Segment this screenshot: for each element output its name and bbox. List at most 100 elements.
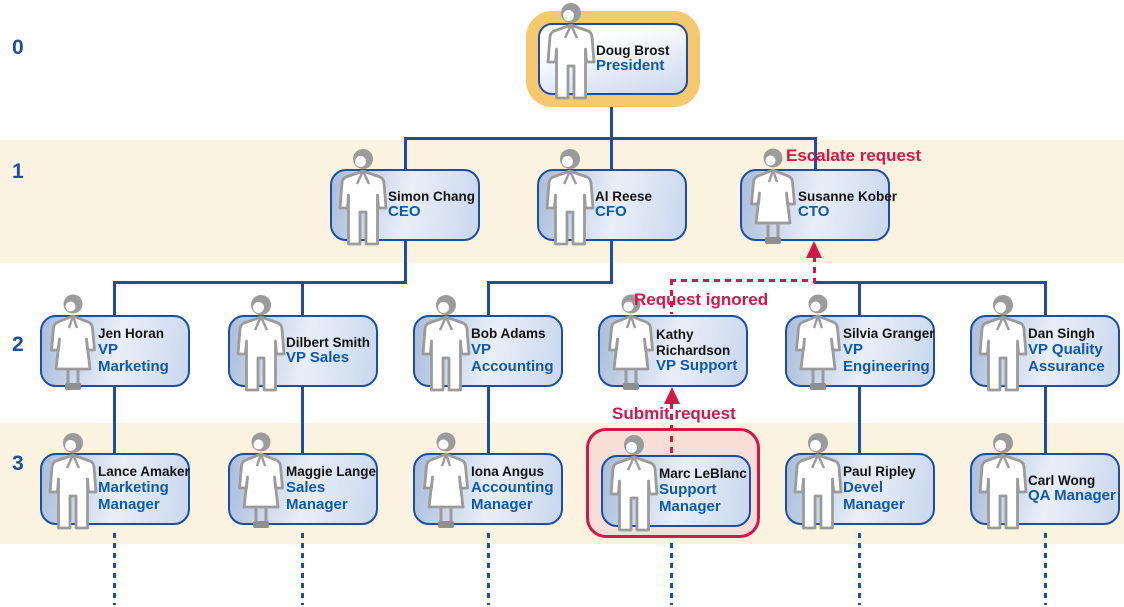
male-person-icon: [540, 148, 600, 246]
org-node-support-manager[interactable]: Marc LeBlanc Support Manager: [601, 455, 751, 527]
employee-title: Sales Manager: [286, 478, 348, 513]
employee-name: Silvia Granger: [843, 326, 935, 342]
employee-name: Kathy Richardson: [656, 327, 731, 358]
submit-request-arrowhead: [664, 387, 680, 404]
connector-line: [113, 281, 407, 284]
org-node-devel-manager[interactable]: Paul Ripley Devel Manager: [785, 453, 935, 525]
connector-line: [487, 281, 613, 284]
connector-line: [487, 281, 490, 317]
org-node-sales-manager[interactable]: Maggie Lange Sales Manager: [228, 453, 378, 525]
request-ignored-label: Request ignored: [634, 290, 769, 309]
connector-line: [610, 137, 613, 171]
male-person-icon: [416, 294, 476, 392]
employee-title: Marketing Manager: [98, 478, 169, 513]
employee-name: Iona Angus: [471, 464, 544, 480]
employee-name: Jen Horan: [98, 326, 165, 342]
org-node-vp-support[interactable]: Kathy Richardson VP Support: [598, 315, 748, 387]
employee-name: Carl Wong: [1028, 472, 1096, 488]
descendant-dashed-line: [301, 533, 304, 605]
org-node-ceo[interactable]: Simon Chang CEO: [330, 169, 480, 241]
descendant-dashed-line: [113, 533, 116, 605]
connector-line: [404, 137, 407, 171]
descendant-dashed-line: [670, 543, 673, 605]
female-person-icon: [416, 432, 476, 530]
male-person-icon: [541, 2, 601, 100]
male-person-icon: [231, 294, 291, 392]
male-person-icon: [973, 294, 1033, 392]
employee-title: QA Manager: [1028, 487, 1116, 505]
descendant-dashed-line: [858, 533, 861, 605]
president-highlight: Doug Brost President: [526, 11, 700, 107]
level-label-2: 2: [12, 333, 24, 356]
employee-title: Support Manager: [659, 480, 721, 515]
employee-title: CFO: [595, 203, 627, 221]
female-person-icon: [43, 294, 103, 392]
connector-line: [113, 281, 116, 317]
employee-name: Simon Chang: [388, 188, 475, 204]
level-label-1: 1: [12, 160, 24, 183]
org-node-vp-marketing[interactable]: Jen Horan VP Marketing: [40, 315, 190, 387]
connector-line: [113, 387, 116, 455]
org-node-vp-accounting[interactable]: Bob Adams VP Accounting: [413, 315, 563, 387]
connector-line: [814, 281, 1047, 284]
connector-line: [1044, 281, 1047, 317]
employee-name: Marc LeBlanc: [659, 466, 747, 482]
employee-name: Susanne Kober: [798, 188, 898, 204]
female-person-icon: [231, 432, 291, 530]
org-node-vp-quality-assurance[interactable]: Dan Singh VP Quality Assurance: [970, 315, 1120, 387]
male-person-icon: [43, 432, 103, 530]
employee-name: Doug Brost: [596, 42, 670, 58]
connector-line: [404, 241, 407, 283]
employee-title: VP Marketing: [98, 340, 169, 375]
org-node-vp-engineering[interactable]: Silvia Granger VP Engineering: [785, 315, 935, 387]
level-label-0: 0: [12, 36, 24, 59]
employee-title: Accounting Manager: [471, 478, 554, 513]
employee-title: CEO: [388, 203, 421, 221]
employee-title: VP Accounting: [471, 340, 554, 375]
support-manager-highlight: Marc LeBlanc Support Manager: [586, 428, 760, 538]
employee-title: VP Quality Assurance: [1028, 340, 1105, 375]
connector-line: [487, 387, 490, 455]
male-person-icon: [973, 432, 1033, 530]
connector-line: [301, 387, 304, 455]
org-node-cfo[interactable]: Al Reese CFO: [537, 169, 687, 241]
employee-name: Dan Singh: [1028, 326, 1095, 342]
connector-line: [301, 281, 304, 317]
org-node-cto[interactable]: Susanne Kober CTO: [740, 169, 897, 241]
escalate-request-dashed-line: [670, 279, 673, 314]
employee-name: Dilbert Smith: [286, 334, 371, 350]
org-node-accounting-manager[interactable]: Iona Angus Accounting Manager: [413, 453, 563, 525]
connector-line: [858, 281, 861, 317]
org-node-vp-sales[interactable]: Dilbert Smith VP Sales: [228, 315, 378, 387]
org-node-qa-manager[interactable]: Carl Wong QA Manager: [970, 453, 1120, 525]
connector-line: [814, 137, 817, 171]
submit-request-dashed-line: [670, 403, 673, 455]
employee-name: Bob Adams: [471, 326, 546, 342]
employee-title: VP Sales: [286, 349, 350, 367]
connector-line: [610, 241, 613, 283]
male-person-icon: [333, 148, 393, 246]
male-person-icon: [604, 434, 664, 532]
connector-line: [1044, 387, 1047, 455]
employee-title: VP Support: [656, 357, 738, 375]
escalate-request-label: Escalate request: [786, 146, 922, 165]
org-node-marketing-manager[interactable]: Lance Amaker Marketing Manager: [40, 453, 190, 525]
employee-title: VP Engineering: [843, 340, 930, 375]
employee-name: Lance Amaker: [98, 464, 190, 480]
employee-title: Devel Manager: [843, 478, 905, 513]
org-node-president[interactable]: Doug Brost President: [538, 23, 688, 95]
connector-line: [610, 95, 613, 138]
descendant-dashed-line: [487, 533, 490, 605]
escalate-request-dashed-line: [813, 256, 816, 283]
escalate-request-arrowhead: [806, 241, 822, 258]
connector-line: [858, 387, 861, 455]
descendant-dashed-line: [1044, 533, 1047, 605]
escalate-request-dashed-line: [670, 279, 816, 282]
submit-request-label: Submit request: [612, 404, 736, 423]
employee-name: Maggie Lange: [286, 464, 377, 480]
employee-name: Paul Ripley: [843, 464, 916, 480]
female-person-icon: [788, 294, 848, 392]
employee-title: CTO: [798, 203, 830, 221]
employee-name: Al Reese: [595, 188, 653, 204]
male-person-icon: [788, 432, 848, 530]
